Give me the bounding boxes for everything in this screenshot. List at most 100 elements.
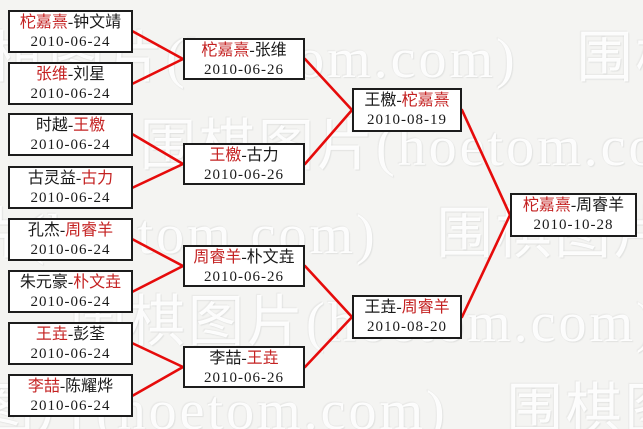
name-separator: - xyxy=(75,170,82,187)
player1-name: 柁嘉熹 xyxy=(19,14,68,31)
match-box-round1-8: 李喆-陈耀烨 2010-06-24 xyxy=(8,374,133,417)
player1-name: 李喆 xyxy=(209,350,242,367)
match-players: 古灵益-古力 xyxy=(10,169,131,189)
match-box-round1-5: 孔杰-周睿羊 2010-06-24 xyxy=(8,218,133,261)
match-box-round1-2: 张维-刘星 2010-06-24 xyxy=(8,62,133,105)
match-date: 2010-06-24 xyxy=(30,86,111,102)
match-date: 2010-06-24 xyxy=(30,294,111,310)
player1-name: 朱元豪 xyxy=(19,274,68,291)
player2-name: 王檄 xyxy=(73,117,106,134)
name-separator: - xyxy=(241,249,247,266)
match-date: 2010-08-20 xyxy=(367,319,447,335)
match-box-semifinal-2: 王垚-周睿羊 2010-08-20 xyxy=(352,295,462,339)
player1-name: 李喆 xyxy=(27,378,60,395)
match-date: 2010-06-24 xyxy=(30,137,111,153)
connector-line xyxy=(303,315,354,369)
match-date: 2010-10-28 xyxy=(533,217,614,233)
connector-line xyxy=(131,342,185,369)
match-box-round1-6: 朱元豪-朴文垚 2010-06-24 xyxy=(8,270,133,313)
match-players: 柁嘉熹-张维 xyxy=(185,41,303,61)
name-separator: - xyxy=(67,66,74,83)
player1-name: 柁嘉熹 xyxy=(522,197,571,214)
match-box-round1-4: 古灵益-古力 2010-06-24 xyxy=(8,166,133,209)
player2-name: 钟文靖 xyxy=(73,14,122,31)
player1-name: 周睿羊 xyxy=(193,249,242,266)
name-separator: - xyxy=(67,14,74,31)
name-separator: - xyxy=(249,42,255,59)
match-date: 2010-06-26 xyxy=(204,167,284,183)
match-date: 2010-06-26 xyxy=(204,62,284,78)
match-players: 王垚-彭荃 xyxy=(10,325,131,345)
player1-name: 古灵益 xyxy=(27,170,76,187)
match-players: 张维-刘星 xyxy=(10,65,131,85)
player1-name: 王垚 xyxy=(35,326,68,343)
connector-line xyxy=(131,264,185,293)
connector-line xyxy=(131,238,185,268)
match-box-round1-1: 柁嘉熹-钟文靖 2010-06-24 xyxy=(8,10,133,53)
match-players: 王檄-柁嘉熹 xyxy=(354,91,460,111)
connector-line xyxy=(131,133,185,166)
player2-name: 陈耀烨 xyxy=(65,378,114,395)
match-date: 2010-06-26 xyxy=(204,370,284,386)
player2-name: 周睿羊 xyxy=(401,299,450,316)
match-players: 周睿羊-朴文垚 xyxy=(185,248,303,268)
connector-line xyxy=(460,213,512,319)
match-box-round1-7: 王垚-彭荃 2010-06-24 xyxy=(8,322,133,365)
player1-name: 时越 xyxy=(35,117,68,134)
name-separator: - xyxy=(67,274,74,291)
player2-name: 王垚 xyxy=(246,350,279,367)
connector-line xyxy=(131,162,185,189)
match-box-round1-3: 时越-王檄 2010-06-24 xyxy=(8,113,133,156)
match-box-round2-3: 周睿羊-朴文垚 2010-06-26 xyxy=(183,245,305,287)
player1-name: 张维 xyxy=(35,66,68,83)
name-separator: - xyxy=(241,350,247,367)
connector-line xyxy=(460,108,512,217)
player2-name: 古力 xyxy=(81,170,114,187)
name-separator: - xyxy=(570,197,577,214)
match-players: 李喆-陈耀烨 xyxy=(10,377,131,397)
match-box-round2-4: 李喆-王垚 2010-06-26 xyxy=(183,346,305,388)
match-box-semifinal-1: 王檄-柁嘉熹 2010-08-19 xyxy=(352,88,462,132)
match-players: 朱元豪-朴文垚 xyxy=(10,273,131,293)
match-date: 2010-06-24 xyxy=(30,398,111,414)
player2-name: 周睿羊 xyxy=(576,197,625,214)
player1-name: 王垚 xyxy=(364,299,397,316)
player2-name: 张维 xyxy=(254,42,287,59)
match-players: 李喆-王垚 xyxy=(185,349,303,369)
match-date: 2010-06-24 xyxy=(30,242,111,258)
match-date: 2010-06-24 xyxy=(30,190,111,206)
player1-name: 柁嘉熹 xyxy=(201,42,250,59)
match-date: 2010-08-19 xyxy=(367,112,447,128)
connector-line xyxy=(131,30,185,61)
match-players: 柁嘉熹-钟文靖 xyxy=(10,13,131,33)
match-players: 柁嘉熹-周睿羊 xyxy=(512,196,635,216)
name-separator: - xyxy=(396,299,402,316)
name-separator: - xyxy=(241,147,247,164)
player1-name: 王檄 xyxy=(209,147,242,164)
player1-name: 孔杰 xyxy=(27,222,60,239)
match-box-round2-1: 柁嘉熹-张维 2010-06-26 xyxy=(183,38,305,80)
match-box-round2-2: 王檄-古力 2010-06-26 xyxy=(183,143,305,185)
player2-name: 刘星 xyxy=(73,66,106,83)
name-separator: - xyxy=(59,378,66,395)
name-separator: - xyxy=(67,117,74,134)
match-players: 时越-王檄 xyxy=(10,116,131,136)
match-date: 2010-06-24 xyxy=(30,34,111,50)
name-separator: - xyxy=(59,222,66,239)
match-players: 孔杰-周睿羊 xyxy=(10,221,131,241)
player2-name: 柁嘉熹 xyxy=(401,92,450,109)
name-separator: - xyxy=(67,326,74,343)
connector-line xyxy=(303,57,354,112)
match-date: 2010-06-26 xyxy=(204,269,284,285)
player2-name: 朴文垚 xyxy=(73,274,122,291)
match-players: 王垚-周睿羊 xyxy=(354,298,460,318)
player2-name: 彭荃 xyxy=(73,326,106,343)
player2-name: 古力 xyxy=(246,147,279,164)
match-players: 王檄-古力 xyxy=(185,146,303,166)
connector-line xyxy=(303,108,354,166)
player2-name: 朴文垚 xyxy=(246,249,295,266)
connector-line xyxy=(131,57,185,85)
name-separator: - xyxy=(396,92,402,109)
